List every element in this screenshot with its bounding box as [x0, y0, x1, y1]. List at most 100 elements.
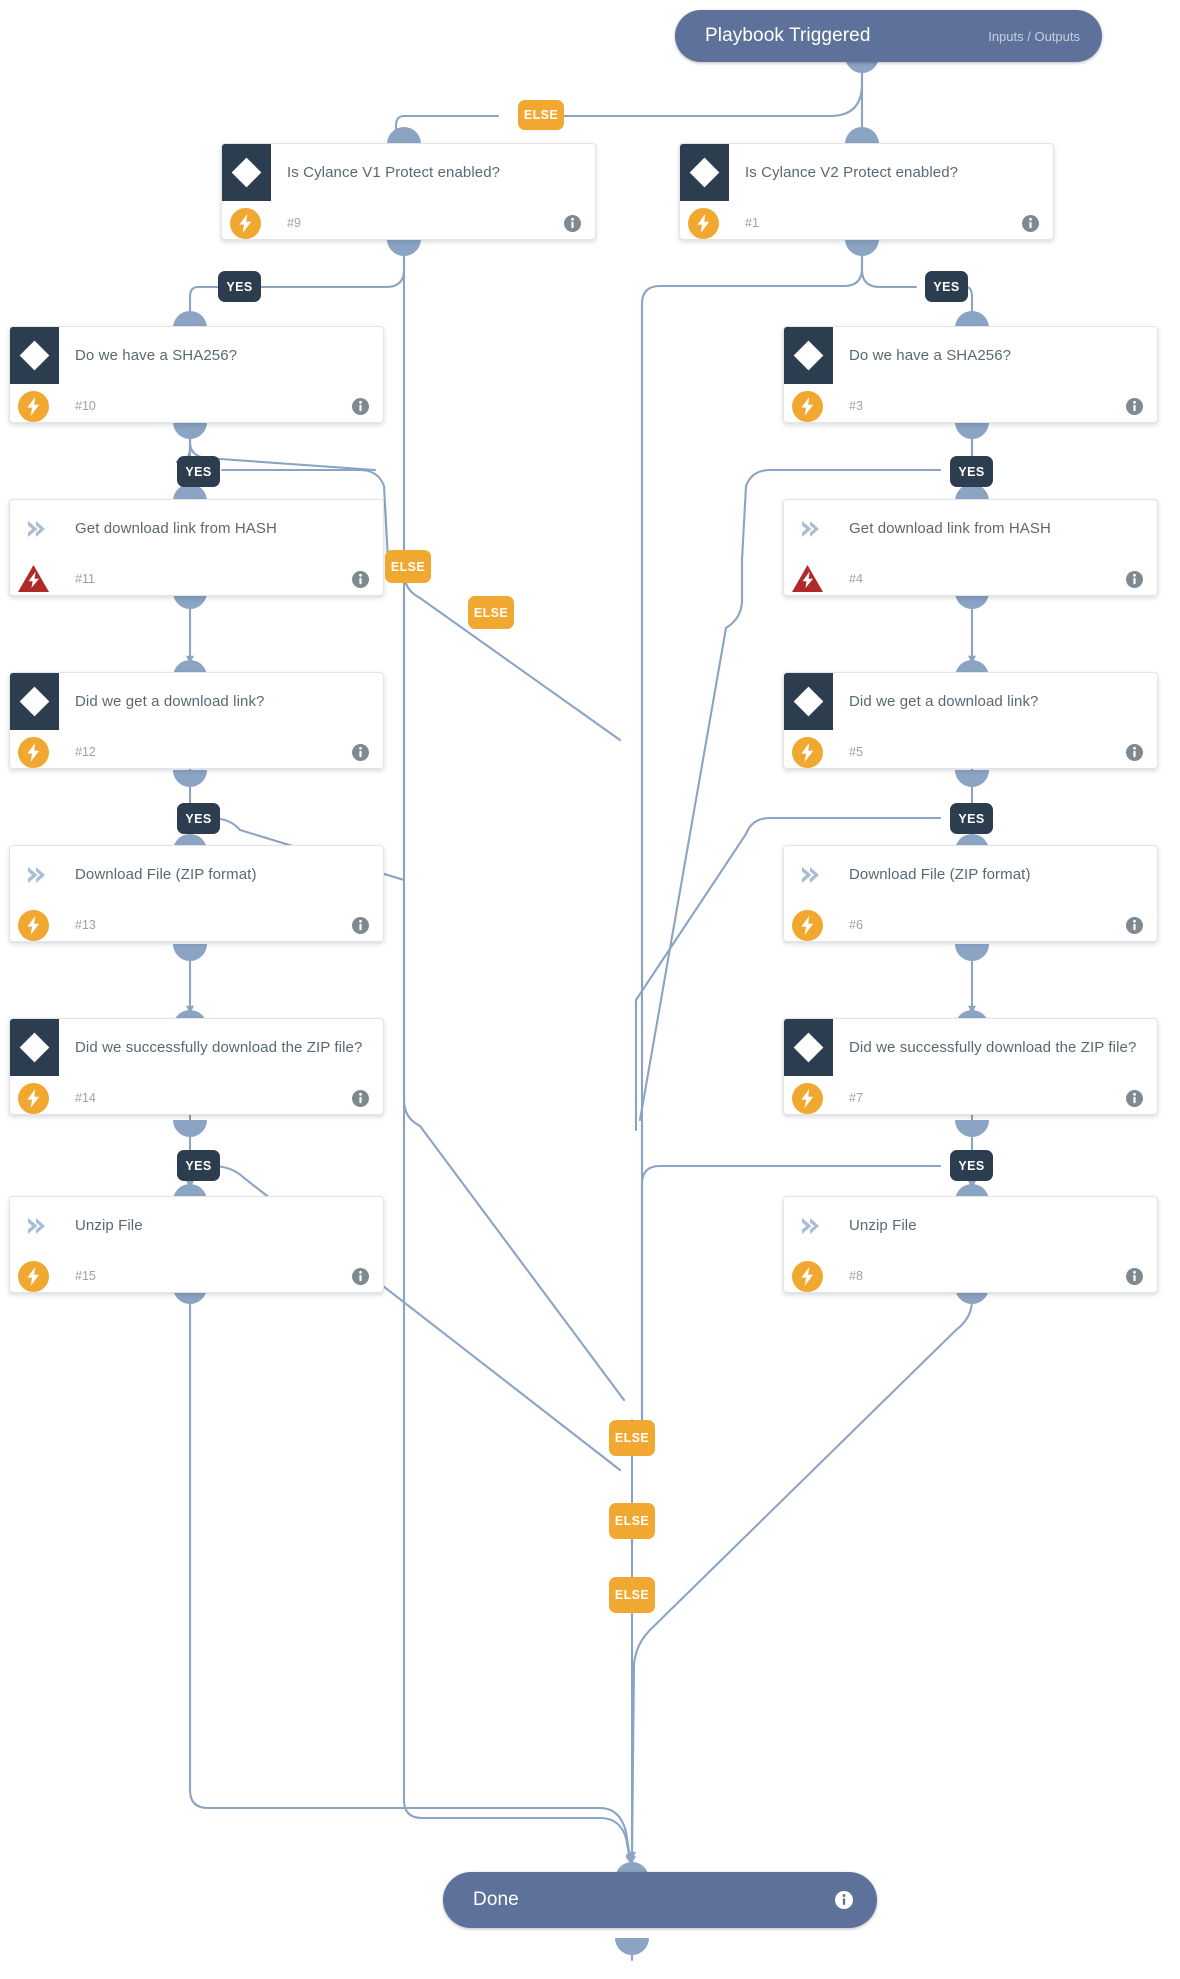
- status-slot: [784, 564, 833, 594]
- info-icon[interactable]: [835, 1891, 853, 1909]
- node-number: #15: [75, 1269, 96, 1283]
- info-icon[interactable]: [1126, 743, 1143, 761]
- node-card-n13[interactable]: Download File (ZIP format) #13: [9, 845, 384, 942]
- node-foot: #7: [784, 1076, 1157, 1114]
- edge-label-yes-right-3[interactable]: YES: [950, 803, 993, 834]
- info-icon[interactable]: [1126, 1267, 1143, 1285]
- port-out-n12: [173, 770, 207, 787]
- diamond-icon: [10, 1019, 59, 1076]
- node-head: Is Cylance V1 Protect enabled?: [222, 144, 595, 201]
- diamond-icon: [784, 327, 833, 384]
- node-title: Did we get a download link?: [75, 692, 265, 710]
- status-slot: [222, 207, 271, 239]
- diamond-icon: [10, 327, 59, 384]
- node-head: Did we successfully download the ZIP fil…: [784, 1019, 1157, 1076]
- node-foot: #10: [10, 384, 383, 422]
- status-slot: [784, 909, 833, 941]
- node-card-n4[interactable]: Get download link from HASH #4: [783, 499, 1158, 596]
- bolt-icon: [687, 207, 719, 239]
- info-icon[interactable]: [352, 1267, 369, 1285]
- node-card-n3[interactable]: Do we have a SHA256? #3: [783, 326, 1158, 423]
- bolt-icon: [791, 1082, 823, 1114]
- node-card-n12[interactable]: Did we get a download link? #12: [9, 672, 384, 769]
- edge-label-yes-right-4[interactable]: YES: [950, 1150, 993, 1181]
- node-head: Is Cylance V2 Protect enabled?: [680, 144, 1053, 201]
- node-number: #12: [75, 745, 96, 759]
- info-icon[interactable]: [352, 397, 369, 415]
- status-slot: [784, 736, 833, 768]
- node-head: Unzip File: [10, 1197, 383, 1254]
- info-icon[interactable]: [1126, 1089, 1143, 1107]
- status-slot: [10, 909, 59, 941]
- node-title: Do we have a SHA256?: [849, 346, 1012, 364]
- info-icon[interactable]: [1126, 916, 1143, 934]
- info-icon[interactable]: [1126, 397, 1143, 415]
- chevron-right-icon: [784, 500, 833, 557]
- port-in-n9: [387, 127, 421, 144]
- edge-label-else-mid-3[interactable]: ELSE: [609, 1577, 655, 1613]
- node-title: Unzip File: [75, 1216, 143, 1234]
- node-head: Download File (ZIP format): [10, 846, 383, 903]
- bolt-icon: [791, 909, 823, 941]
- info-icon[interactable]: [564, 214, 581, 232]
- status-slot: [784, 390, 833, 422]
- edge-label-else-top[interactable]: ELSE: [518, 100, 564, 130]
- node-card-n15[interactable]: Unzip File #15: [9, 1196, 384, 1293]
- node-title: Did we successfully download the ZIP fil…: [849, 1038, 1137, 1056]
- status-slot: [10, 1260, 59, 1292]
- port-out-n13: [173, 944, 207, 961]
- edge-label-else-mid-1[interactable]: ELSE: [609, 1420, 655, 1456]
- node-card-n5[interactable]: Did we get a download link? #5: [783, 672, 1158, 769]
- port-out-n7: [955, 1120, 989, 1137]
- diamond-icon: [784, 673, 833, 730]
- node-card-n10[interactable]: Do we have a SHA256? #10: [9, 326, 384, 423]
- chevron-right-icon: [10, 1197, 59, 1254]
- done-node[interactable]: Done: [443, 1872, 877, 1928]
- node-head: Did we get a download link?: [784, 673, 1157, 730]
- port-out-n14: [173, 1120, 207, 1137]
- playbook-triggered-label: Playbook Triggered: [705, 25, 871, 46]
- node-number: #10: [75, 399, 96, 413]
- chevron-right-icon: [784, 846, 833, 903]
- node-card-n14[interactable]: Did we successfully download the ZIP fil…: [9, 1018, 384, 1115]
- node-card-n6[interactable]: Download File (ZIP format) #6: [783, 845, 1158, 942]
- node-foot: #15: [10, 1254, 383, 1292]
- node-foot: #1: [680, 201, 1053, 239]
- port-out-n9: [387, 239, 421, 256]
- edge-label-yes-left-1[interactable]: YES: [218, 271, 261, 302]
- edge-label-else-left-2[interactable]: ELSE: [468, 596, 514, 629]
- node-foot: #6: [784, 903, 1157, 941]
- node-foot: #11: [10, 557, 383, 595]
- node-foot: #14: [10, 1076, 383, 1114]
- info-icon[interactable]: [352, 1089, 369, 1107]
- node-head: Get download link from HASH: [10, 500, 383, 557]
- edge-label-yes-right-1[interactable]: YES: [925, 271, 968, 302]
- node-card-n8[interactable]: Unzip File #8: [783, 1196, 1158, 1293]
- node-foot: #13: [10, 903, 383, 941]
- edge-label-else-mid-2[interactable]: ELSE: [609, 1503, 655, 1539]
- edge-label-yes-left-2[interactable]: YES: [177, 456, 220, 487]
- node-card-n7[interactable]: Did we successfully download the ZIP fil…: [783, 1018, 1158, 1115]
- info-icon[interactable]: [352, 916, 369, 934]
- node-head: Did we successfully download the ZIP fil…: [10, 1019, 383, 1076]
- edge-label-else-left-1[interactable]: ELSE: [385, 550, 431, 583]
- diamond-icon: [222, 144, 271, 201]
- info-icon[interactable]: [1022, 214, 1039, 232]
- playbook-triggered-node[interactable]: Playbook Triggered Inputs / Outputs: [675, 10, 1102, 62]
- node-number: #1: [745, 216, 759, 230]
- info-icon[interactable]: [352, 570, 369, 588]
- node-card-n9[interactable]: Is Cylance V1 Protect enabled? #9: [221, 143, 596, 240]
- node-card-n11[interactable]: Get download link from HASH #11: [9, 499, 384, 596]
- info-icon[interactable]: [1126, 570, 1143, 588]
- node-number: #14: [75, 1091, 96, 1105]
- status-slot: [784, 1082, 833, 1114]
- node-card-n1[interactable]: Is Cylance V2 Protect enabled? #1: [679, 143, 1054, 240]
- status-slot: [10, 1082, 59, 1114]
- info-icon[interactable]: [352, 743, 369, 761]
- edge-label-yes-left-3[interactable]: YES: [177, 803, 220, 834]
- node-number: #6: [849, 918, 863, 932]
- edge-label-yes-right-2[interactable]: YES: [950, 456, 993, 487]
- edge-label-yes-left-4[interactable]: YES: [177, 1150, 220, 1181]
